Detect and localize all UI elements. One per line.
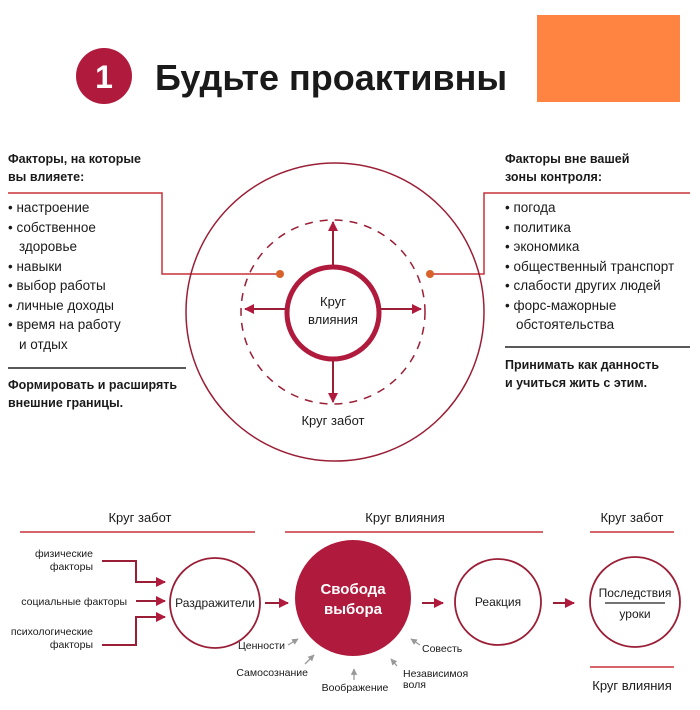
freedom-label-1: Свобода (320, 581, 386, 598)
list-item: • экономика (505, 239, 580, 254)
left-heading-line2: вы влияете: (8, 170, 85, 184)
left-connector (8, 192, 280, 275)
right-dot (426, 270, 434, 278)
expanding-boundary (240, 219, 426, 405)
lessons-label: уроки (619, 607, 650, 621)
reaction-circle (454, 558, 542, 646)
step-number: 1 (95, 59, 113, 95)
value-free-will-2: воля (403, 679, 426, 691)
arrow-values (287, 638, 299, 646)
section-label-concern: Круг забот (108, 510, 171, 525)
outer-label: Круг забот (301, 413, 364, 428)
reaction-label: Реакция (475, 595, 521, 609)
left-heading: Факторы, на которые вы влияете: (8, 150, 141, 186)
value-values: Ценности (238, 640, 285, 652)
list-item: • время на работу (8, 317, 121, 332)
right-heading-line2: зоны контроля: (505, 170, 602, 184)
list-item: • форс-мажорные (505, 297, 617, 313)
list-item: и отдых (19, 336, 68, 352)
input-psych-2: факторы (50, 639, 93, 651)
stimuli-circle (169, 557, 261, 649)
value-free-will-1: Независимоя (403, 668, 468, 680)
arrow-free-will (390, 658, 398, 667)
value-imagination: Воображение (322, 682, 389, 694)
right-heading: Факторы вне вашей зоны контроля: (505, 150, 629, 186)
list-item: • политика (505, 219, 571, 235)
list-item: • личные доходы (8, 297, 114, 313)
section-label-influence: Круг влияния (365, 510, 445, 525)
page-title: Будьте проактивны (155, 57, 507, 98)
list-item: • собственное (8, 219, 96, 235)
input-physical-2: факторы (50, 561, 93, 573)
circle-of-concern (185, 162, 485, 462)
freedom-circle (295, 540, 411, 656)
list-item: здоровье (19, 239, 78, 254)
left-dot (276, 270, 284, 278)
right-footer-line2: и учиться жить с этим. (505, 376, 648, 390)
input-social: социальные факторы (21, 596, 127, 608)
value-self-awareness: Самосознание (236, 667, 308, 679)
circle-of-influence (284, 264, 382, 362)
orange-block (537, 15, 680, 102)
list-item: • слабости других людей (505, 278, 661, 293)
consequences-circle (589, 556, 681, 648)
section-label-influence-right: Круг влияния (592, 678, 672, 693)
freedom-label-2: выбора (324, 601, 383, 618)
value-conscience: Совесть (422, 643, 463, 655)
left-heading-line1: Факторы, на которые (8, 152, 141, 166)
arrow-physical (102, 560, 166, 587)
right-connector (430, 192, 690, 275)
inner-label-1: Круг (320, 294, 346, 309)
left-footer-line2: внешние границы. (8, 396, 124, 410)
list-item: • погода (505, 200, 556, 215)
step-badge (76, 48, 132, 104)
list-item: обстоятельства (516, 317, 615, 332)
right-footer-line1: Принимать как данность (505, 358, 660, 372)
input-psych-1: психологические (11, 626, 93, 638)
list-item: • выбор работы (8, 278, 106, 293)
inner-label-2: влияния (308, 312, 358, 327)
section-label-concern-right: Круг забот (600, 510, 663, 525)
input-physical-1: физические (35, 548, 93, 560)
consequences-label: Последствия (599, 586, 672, 600)
list-item: • общественный транспорт (505, 258, 675, 274)
arrow-conscience (410, 638, 421, 646)
list-item: • навыки (8, 258, 62, 274)
right-footer: Принимать как данность и учиться жить с … (505, 356, 659, 392)
left-footer: Формировать и расширять внешние границы. (8, 376, 177, 412)
left-footer-line1: Формировать и расширять (8, 378, 178, 392)
arrow-psych (102, 612, 166, 646)
right-factor-list: • погода • политика • экономика • общест… (505, 198, 674, 335)
stimuli-label: Раздражители (175, 596, 255, 610)
left-factor-list: • настроение • собственное здоровье • на… (8, 198, 121, 354)
list-item: • настроение (8, 200, 90, 215)
arrow-self-awareness (304, 654, 315, 665)
right-heading-line1: Факторы вне вашей (505, 152, 630, 166)
